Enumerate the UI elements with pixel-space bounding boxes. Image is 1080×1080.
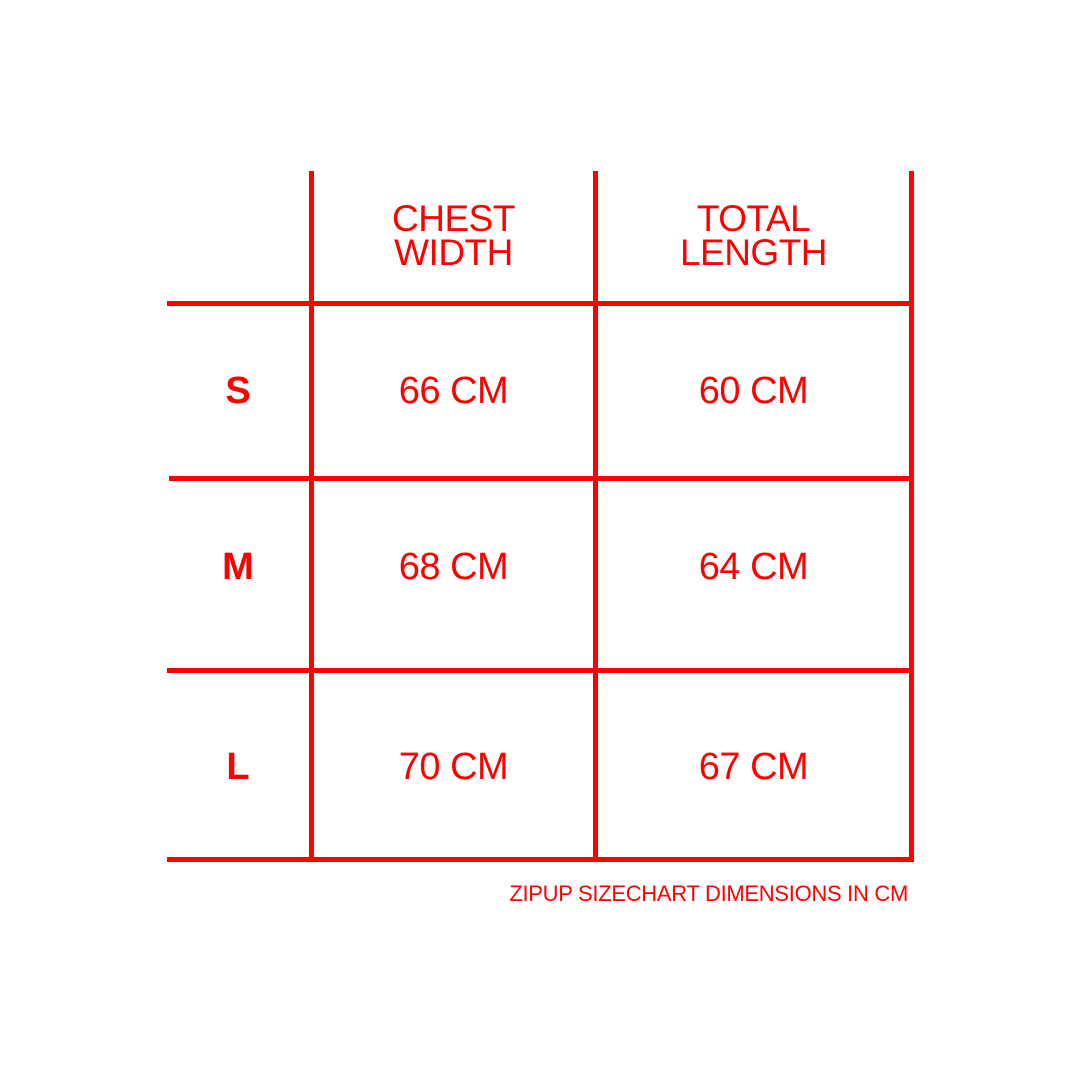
size-label-m: M: [222, 545, 254, 588]
grid-line: [169, 476, 914, 481]
grid-line: [167, 668, 914, 673]
chest-value: 68 CM: [398, 545, 509, 588]
length-value: 60 CM: [698, 369, 809, 412]
header-line: CHEST: [392, 198, 515, 239]
grid-line: [167, 301, 914, 306]
size-label-l: L: [226, 745, 250, 788]
header-line: TOTAL: [696, 198, 811, 239]
grid-line: [593, 171, 598, 861]
chest-value: 66 CM: [398, 369, 509, 412]
length-value: 67 CM: [698, 745, 809, 788]
size-label-s: S: [225, 369, 251, 412]
header-line: LENGTH: [679, 232, 828, 273]
chart-caption: ZIPUP SIZECHART DIMENSIONS IN CM: [509, 881, 908, 906]
chest-value: 70 CM: [398, 745, 509, 788]
header-line: WIDTH: [394, 232, 513, 273]
length-value: 64 CM: [698, 545, 809, 588]
grid-line: [309, 171, 314, 861]
grid-line: [167, 857, 914, 862]
grid-line: [909, 171, 914, 861]
